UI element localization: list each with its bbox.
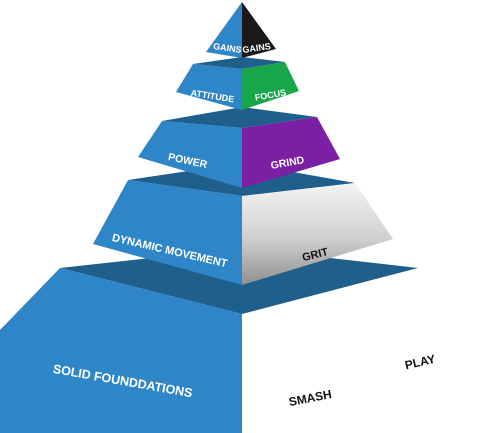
attitude-shelf [193, 57, 285, 69]
power-left-face [138, 121, 242, 188]
gains-left-label: GAINS [213, 41, 243, 55]
grit-face [242, 183, 393, 285]
focus-face [242, 62, 299, 110]
power-shelf [162, 107, 317, 128]
attitude-left-face [176, 64, 242, 110]
grind-face [242, 117, 340, 188]
gains-right-face [242, 2, 276, 58]
dynamic-left-face [93, 180, 242, 285]
foundation-left-face [0, 268, 242, 433]
smash-label: SMASH [288, 387, 333, 409]
grind-label: GRIND [270, 154, 306, 172]
gains-left-face [206, 2, 242, 58]
gains-right-label: GAINS [242, 41, 272, 55]
play-label: PLAY [403, 352, 436, 373]
